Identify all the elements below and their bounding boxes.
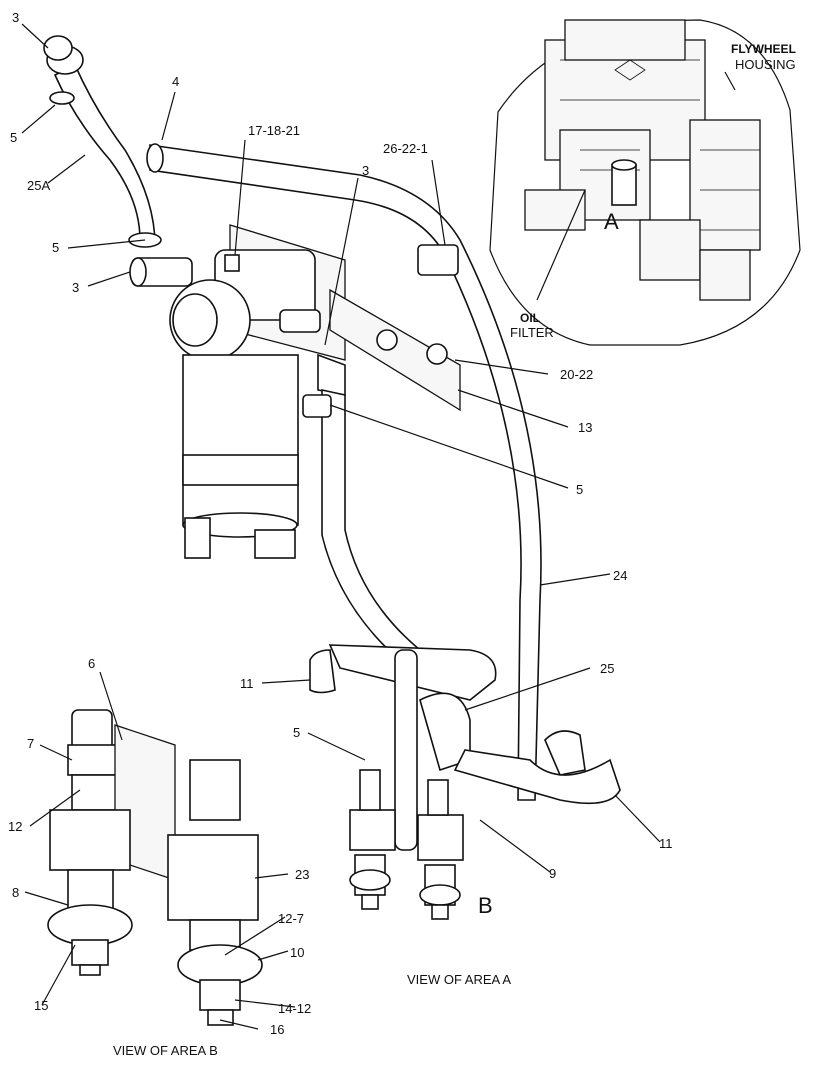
inset-oil-label: OIL — [520, 311, 540, 325]
callout-labels: 3 5 25A 4 17-18-21 26-22-1 3 5 3 20-22 1… — [8, 10, 796, 1058]
callout-5-left: 5 — [52, 240, 59, 255]
callout-5-lower: 5 — [293, 725, 300, 740]
callout-3-left: 3 — [72, 280, 79, 295]
view-b-assembly — [47, 709, 263, 1026]
callout-16: 16 — [270, 1022, 284, 1037]
leader-lines — [21, 23, 661, 1030]
callout-17-18-21: 17-18-21 — [248, 123, 300, 138]
engine-inset — [489, 19, 801, 346]
view-of-area-a-caption: VIEW OF AREA A — [407, 972, 511, 987]
callout-23: 23 — [295, 867, 309, 882]
callout-11-right: 11 — [659, 836, 673, 851]
view-a-assembly — [309, 644, 621, 920]
filter-assembly — [43, 35, 542, 801]
callout-26-22-1: 26-22-1 — [383, 141, 428, 156]
callout-25a: 25A — [27, 178, 50, 193]
callout-15: 15 — [34, 998, 48, 1013]
callout-20-22: 20-22 — [560, 367, 593, 382]
callout-5-top: 5 — [10, 130, 17, 145]
inset-filter-label: FILTER — [510, 325, 554, 340]
callout-13: 13 — [578, 420, 592, 435]
callout-24: 24 — [613, 568, 627, 583]
callout-6: 6 — [88, 656, 95, 671]
area-b-marker: B — [478, 893, 493, 918]
callout-8: 8 — [12, 885, 19, 900]
callout-12: 12 — [8, 819, 22, 834]
callout-11-left: 11 — [240, 676, 254, 691]
inset-housing-label: HOUSING — [735, 57, 796, 72]
callout-4: 4 — [172, 74, 179, 89]
callout-5-right: 5 — [576, 482, 583, 497]
callout-12-7: 12-7 — [278, 911, 304, 926]
callout-9: 9 — [549, 866, 556, 881]
callout-3-top: 3 — [12, 10, 19, 25]
inset-area-a-marker: A — [604, 209, 619, 234]
callout-25: 25 — [600, 661, 614, 676]
callout-3-mid: 3 — [362, 163, 369, 178]
callout-7: 7 — [27, 736, 34, 751]
callout-14-12: 14-12 — [278, 1001, 311, 1016]
callout-10: 10 — [290, 945, 304, 960]
inset-flywheel-label: FLYWHEEL — [731, 42, 796, 56]
view-of-area-b-caption: VIEW OF AREA B — [113, 1043, 218, 1058]
